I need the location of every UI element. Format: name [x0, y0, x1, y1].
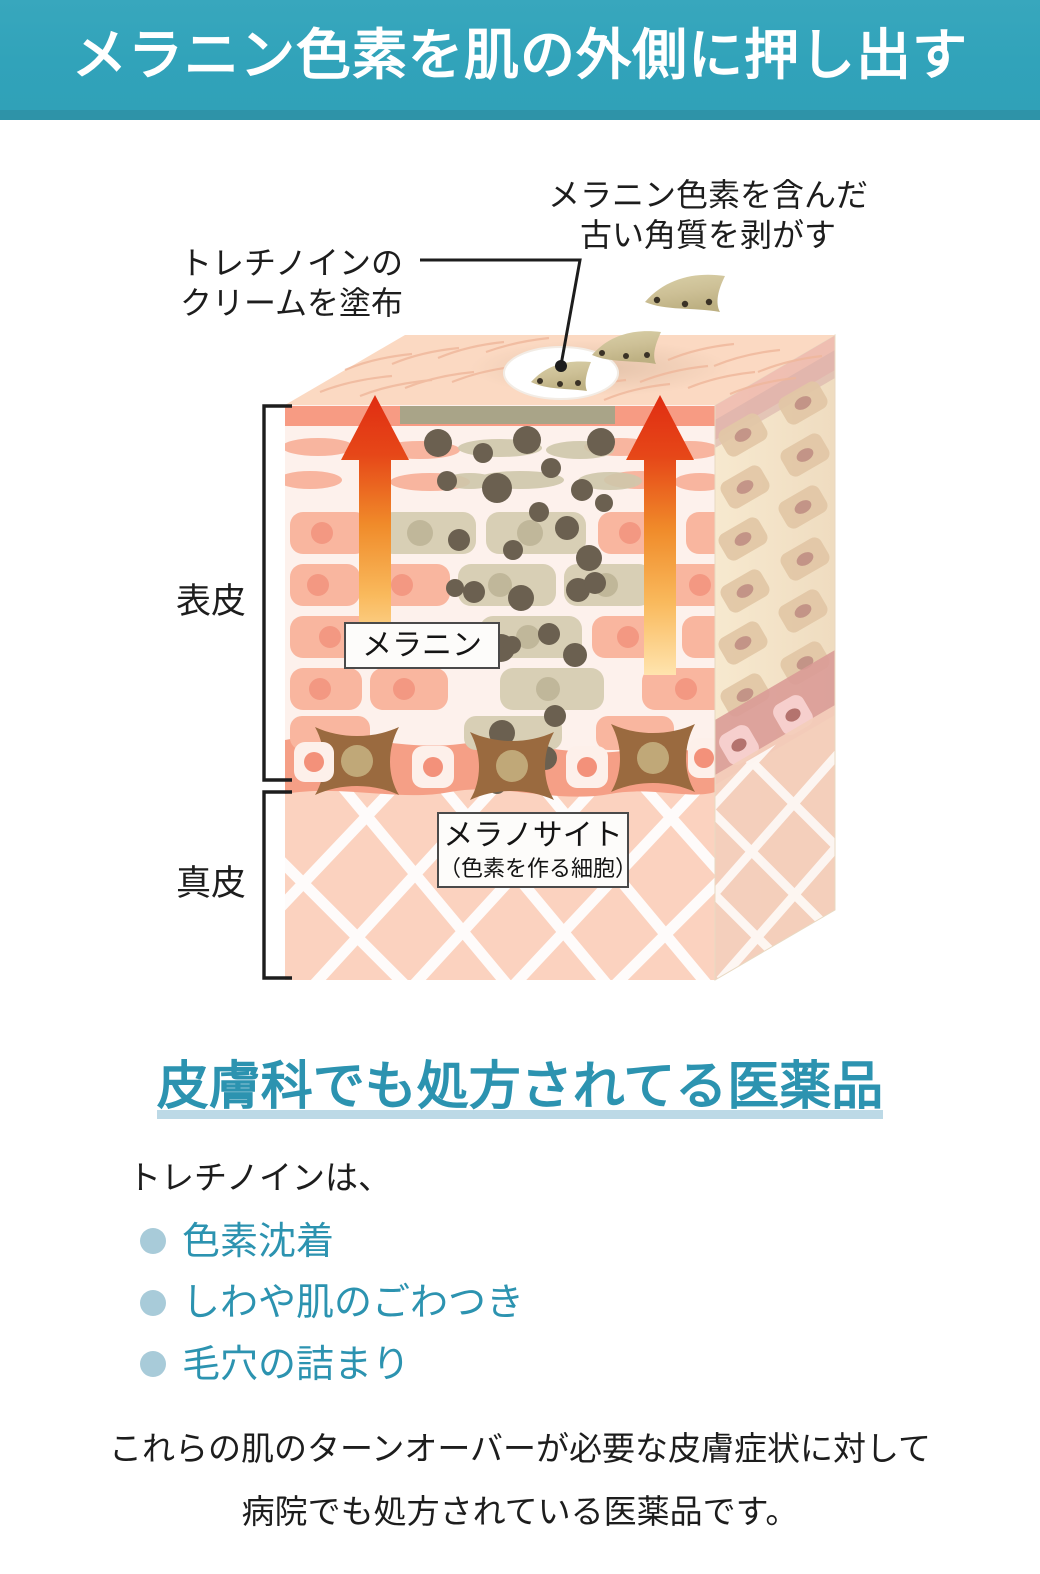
annotation-cream-line2: クリームを塗布 — [180, 284, 404, 322]
annotation-cream-line1: トレチノインの — [180, 244, 404, 282]
list-item-label: 毛穴の詰まり — [182, 1341, 411, 1386]
push-out-arrows — [341, 395, 694, 675]
annotation-cream-application: トレチノインの クリームを塗布 — [180, 243, 403, 323]
bullet-dot-icon — [140, 1289, 166, 1316]
callout-melanocyte-title: メラノサイト — [443, 818, 623, 853]
closing-line2: 病院でも処方されている医薬品です。 — [241, 1491, 799, 1531]
keratinocyte-rows — [290, 512, 715, 750]
closing-line1: これらの肌のターンオーバーが必要な皮膚症状に対して — [108, 1429, 932, 1469]
bracket-dermis — [262, 790, 292, 980]
arrow-right — [626, 395, 694, 675]
arrow-left — [341, 395, 409, 665]
epidermis-layer — [285, 405, 715, 797]
banner-accent-strip — [0, 110, 1040, 120]
annotation-peeling-line1: メラニン色素を含んだ — [548, 176, 869, 214]
section-heading: 皮膚科でも処方されてる医薬品 — [156, 1057, 884, 1119]
intro-text: トレチノインは、 — [128, 1157, 392, 1197]
annotation-peeling-line2: 古い角質を剥がす — [580, 216, 837, 254]
right-side-face — [714, 334, 836, 981]
list-item: 色素沈着 — [140, 1218, 1040, 1266]
label-dermis: 真皮 — [176, 864, 247, 904]
callout-melanocyte-subtitle: （色素を作る細胞） — [439, 857, 638, 882]
skin-cross-section-figure: トレチノインの クリームを塗布 メラニン色素を含んだ 古い角質を剥がす 表皮 真… — [0, 120, 1040, 1030]
closing-paragraph: これらの肌のターンオーバーが必要な皮膚症状に対して 病院でも処方されている医薬品… — [0, 1418, 1040, 1543]
benefits-list: 色素沈着 しわや肌のごわつき 毛穴の詰まり — [140, 1218, 1040, 1389]
annotation-peeling: メラニン色素を含んだ 古い角質を剥がす — [548, 175, 868, 255]
peeling-flake-mid — [592, 331, 661, 364]
label-epidermis: 表皮 — [176, 582, 247, 622]
bullet-dot-icon — [140, 1228, 166, 1255]
list-item-label: 色素沈着 — [182, 1218, 335, 1263]
leader-left-annotation — [420, 258, 582, 366]
section-heading-underline — [156, 1109, 884, 1119]
skin-top-surface — [285, 274, 835, 405]
section-heading-wrap: 皮膚科でも処方されてる医薬品 — [0, 1030, 1040, 1119]
section-heading-text: 皮膚科でも処方されてる医薬品 — [156, 1057, 884, 1117]
list-item: しわや肌のごわつき — [140, 1279, 1040, 1327]
lower-content: 皮膚科でも処方されてる医薬品 トレチノインは、 色素沈着 しわや肌のごわつき 毛… — [0, 1030, 1040, 1544]
leader-lines — [420, 258, 582, 372]
layer-brackets — [262, 404, 292, 980]
callout-melanocyte: メラノサイト （色素を作る細胞） — [437, 812, 638, 888]
page-title: メラニン色素を肌の外側に押し出す — [71, 22, 968, 87]
bullet-dot-icon — [140, 1351, 166, 1378]
header-banner: メラニン色素を肌の外側に押し出す — [0, 0, 1040, 110]
peeling-flake-top — [645, 274, 725, 312]
bracket-epidermis — [262, 404, 292, 782]
callout-melanin: メラニン — [344, 622, 500, 669]
skin-diagram-svg — [262, 258, 836, 981]
list-item: 毛穴の詰まり — [140, 1341, 1040, 1389]
list-item-label: しわや肌のごわつき — [182, 1280, 525, 1325]
melanocytes — [294, 724, 722, 800]
flake-in-cream — [531, 361, 591, 391]
